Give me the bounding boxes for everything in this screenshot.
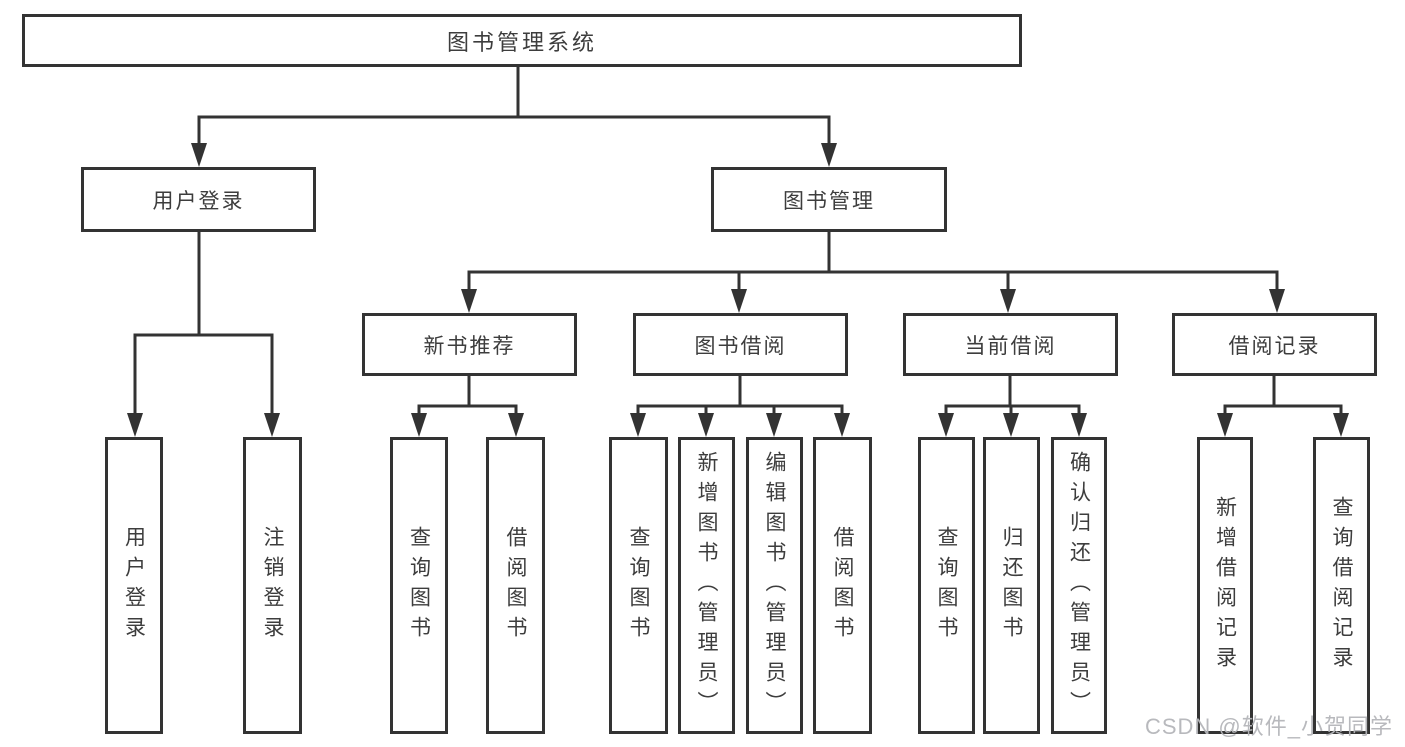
- connector-book-borrow-children: [636, 374, 844, 420]
- node-current-borrow: 当前借阅: [903, 313, 1118, 376]
- leaf-add-book-admin: 新增图书（管理员）: [678, 437, 735, 734]
- arrowheads-book-mgmt-children: [461, 289, 1285, 313]
- watermark: CSDN @软件_小贺同学: [1144, 714, 1393, 739]
- leaf-query-books-2: 查询图书: [609, 437, 668, 734]
- leaf-add-borrow-record: 新增借阅记录: [1197, 437, 1253, 734]
- node-current-borrow-label: 当前借阅: [964, 334, 1057, 358]
- connector-book-mgmt-children: [467, 230, 1279, 296]
- leaf-query-books-1-label: 查询图书: [407, 525, 431, 646]
- leaf-borrow-books-2: 借阅图书: [813, 437, 872, 734]
- node-root: 图书管理系统: [22, 14, 1022, 67]
- leaf-user-login: 用户登录: [105, 437, 163, 734]
- leaf-confirm-return-admin: 确认归还（管理员）: [1051, 437, 1107, 734]
- leaf-query-borrow-record-label: 查询借阅记录: [1330, 495, 1353, 676]
- leaf-borrow-books-2-label: 借阅图书: [831, 525, 854, 646]
- node-book-mgmt-label: 图书管理: [783, 189, 875, 213]
- connector-user-login-children: [133, 230, 274, 420]
- node-user-login: 用户登录: [81, 167, 316, 232]
- node-new-books-label: 新书推荐: [423, 334, 516, 358]
- connector-current-borrow-children: [944, 374, 1081, 420]
- arrowheads-borrow-records-children: [1217, 413, 1349, 437]
- leaf-add-book-admin-label: 新增图书（管理员）: [695, 450, 718, 721]
- arrowheads-user-login-children: [127, 413, 280, 437]
- connector-borrow-records-children: [1223, 374, 1343, 420]
- node-borrow-records: 借阅记录: [1172, 313, 1377, 376]
- arrowheads-level2: [191, 143, 837, 167]
- arrowheads-new-books-children: [411, 413, 524, 437]
- node-book-borrow-label: 图书借阅: [694, 334, 787, 358]
- node-user-login-label: 用户登录: [152, 189, 245, 213]
- connector-root-to-level2: [197, 65, 831, 150]
- leaf-query-books-1: 查询图书: [390, 437, 448, 734]
- node-borrow-records-label: 借阅记录: [1228, 334, 1321, 358]
- leaf-logout-label: 注销登录: [261, 525, 284, 646]
- leaf-query-borrow-record: 查询借阅记录: [1313, 437, 1370, 734]
- leaf-add-borrow-record-label: 新增借阅记录: [1213, 495, 1237, 676]
- node-book-borrow: 图书借阅: [633, 313, 848, 376]
- leaf-query-books-3-label: 查询图书: [935, 525, 958, 646]
- arrowheads-current-borrow-children: [938, 413, 1087, 437]
- leaf-query-books-2-label: 查询图书: [627, 525, 650, 646]
- leaf-return-book-label: 归还图书: [1000, 525, 1023, 646]
- connector-new-books-children: [417, 374, 518, 420]
- leaf-edit-book-admin: 编辑图书（管理员）: [746, 437, 803, 734]
- node-new-books: 新书推荐: [362, 313, 577, 376]
- node-book-mgmt: 图书管理: [711, 167, 947, 232]
- leaf-query-books-3: 查询图书: [918, 437, 975, 734]
- leaf-borrow-books-1: 借阅图书: [486, 437, 545, 734]
- arrowheads-book-borrow-children: [630, 413, 850, 437]
- leaf-return-book: 归还图书: [983, 437, 1040, 734]
- leaf-logout: 注销登录: [243, 437, 302, 734]
- leaf-edit-book-admin-label: 编辑图书（管理员）: [763, 450, 786, 721]
- node-root-label: 图书管理系统: [446, 29, 597, 55]
- leaf-borrow-books-1-label: 借阅图书: [504, 525, 527, 646]
- leaf-confirm-return-admin-label: 确认归还（管理员）: [1067, 450, 1091, 721]
- leaf-user-login-label: 用户登录: [122, 525, 146, 646]
